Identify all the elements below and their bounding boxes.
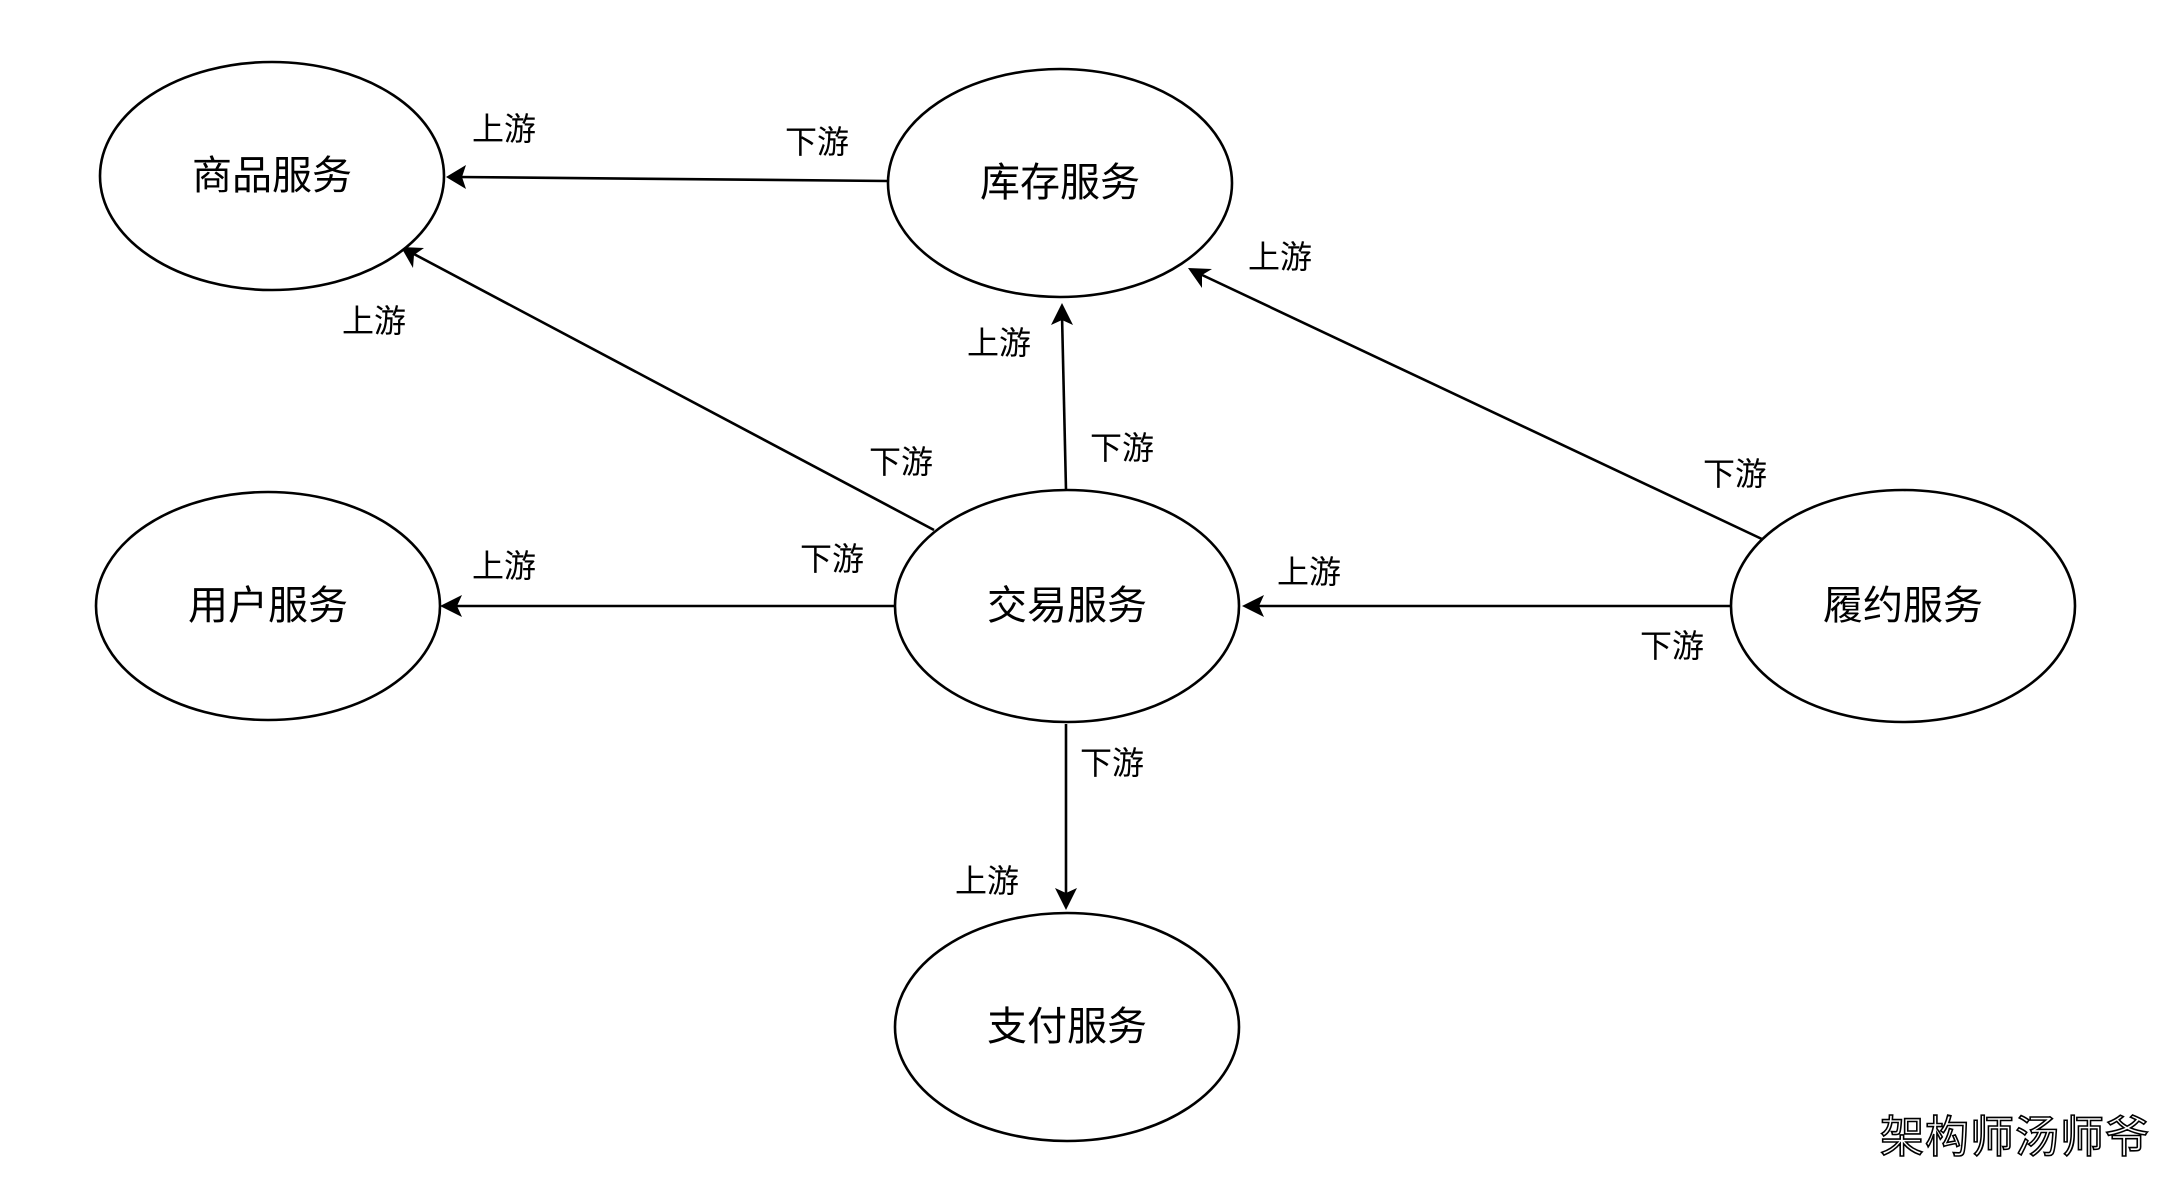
arrowhead <box>401 247 424 268</box>
node-label: 履约服务 <box>1823 583 1983 629</box>
edge-trade-to-goods: 上游 下游 <box>342 247 935 532</box>
edge-upstream-label: 上游 <box>1277 553 1341 591</box>
node-fulfillment-service[interactable]: 履约服务 <box>1729 488 2077 724</box>
arrowhead <box>446 165 466 189</box>
edge-upstream-label: 上游 <box>472 110 536 148</box>
edge-downstream-label: 下游 <box>1640 627 1704 665</box>
arrowhead <box>440 595 462 617</box>
node-goods-service[interactable]: 商品服务 <box>98 60 446 292</box>
node-label: 商品服务 <box>192 153 352 199</box>
arrowhead <box>1055 888 1077 910</box>
edge-upstream-label: 上游 <box>955 862 1019 900</box>
edge-fulfillment-to-trade: 上游 下游 <box>1242 553 1731 665</box>
arrowhead <box>1188 268 1212 288</box>
edge-inventory-to-goods: 上游 下游 <box>446 110 889 189</box>
edge-upstream-label: 上游 <box>967 324 1031 362</box>
edge-trade-to-payment: 上游 下游 <box>955 724 1144 910</box>
edge-downstream-label: 下游 <box>785 123 849 161</box>
edge-upstream-label: 上游 <box>1248 238 1312 276</box>
edge-downstream-label: 下游 <box>1090 429 1154 467</box>
arrowhead <box>1051 303 1073 325</box>
arrowhead <box>1242 595 1264 617</box>
node-label: 库存服务 <box>980 160 1140 206</box>
edge-trade-to-user: 上游 下游 <box>440 540 896 617</box>
edge-fulfillment-to-inventory: 上游 下游 <box>1188 238 1767 542</box>
edge-upstream-label: 上游 <box>472 547 536 585</box>
node-label: 支付服务 <box>987 1004 1147 1050</box>
node-trade-service[interactable]: 交易服务 <box>893 488 1241 724</box>
edge-downstream-label: 下游 <box>1703 455 1767 493</box>
node-label: 交易服务 <box>987 583 1147 629</box>
node-label: 用户服务 <box>188 583 348 629</box>
node-payment-service[interactable]: 支付服务 <box>893 911 1241 1143</box>
edge-downstream-label: 下游 <box>1080 744 1144 782</box>
edge-trade-to-inventory: 上游 下游 <box>967 303 1154 491</box>
node-user-service[interactable]: 用户服务 <box>94 490 442 722</box>
node-inventory-service[interactable]: 库存服务 <box>886 67 1234 299</box>
edge-downstream-label: 下游 <box>869 443 933 481</box>
watermark-text: 架构师汤师爷 <box>1879 1111 2150 1164</box>
edge-upstream-label: 上游 <box>342 302 406 340</box>
edge-downstream-label: 下游 <box>800 540 864 578</box>
